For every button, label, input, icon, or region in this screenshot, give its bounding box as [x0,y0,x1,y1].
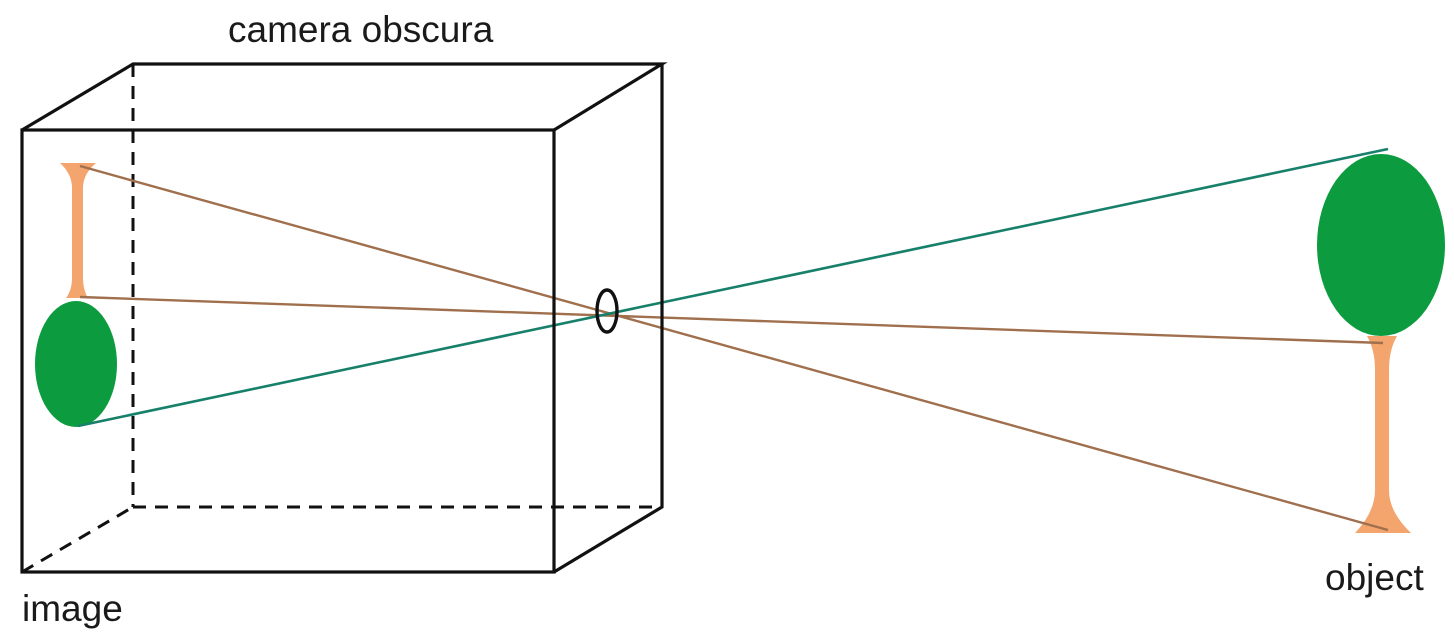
box-visible-edges [20,62,668,574]
object-trunk [1355,336,1411,533]
object-label: object [1325,557,1424,598]
box-top-face [21,62,668,132]
object-foliage [1317,154,1445,336]
projected-trunk [60,163,96,298]
box-right-side [553,64,664,574]
ray-trunk-top [79,164,1389,532]
box-front-face [20,128,556,574]
projected-image [35,163,117,427]
pinhole-icon [595,288,619,334]
image-label: image [22,588,123,629]
light-rays [77,147,1389,532]
object-tree [1317,154,1445,533]
title-label: camera obscura [228,9,494,50]
bottom-left-depth-edge [21,505,134,574]
ray-trunk-base [79,295,1384,345]
projected-foliage [35,301,117,427]
ray-foliage [77,147,1389,428]
box-hidden-edges [21,64,662,574]
